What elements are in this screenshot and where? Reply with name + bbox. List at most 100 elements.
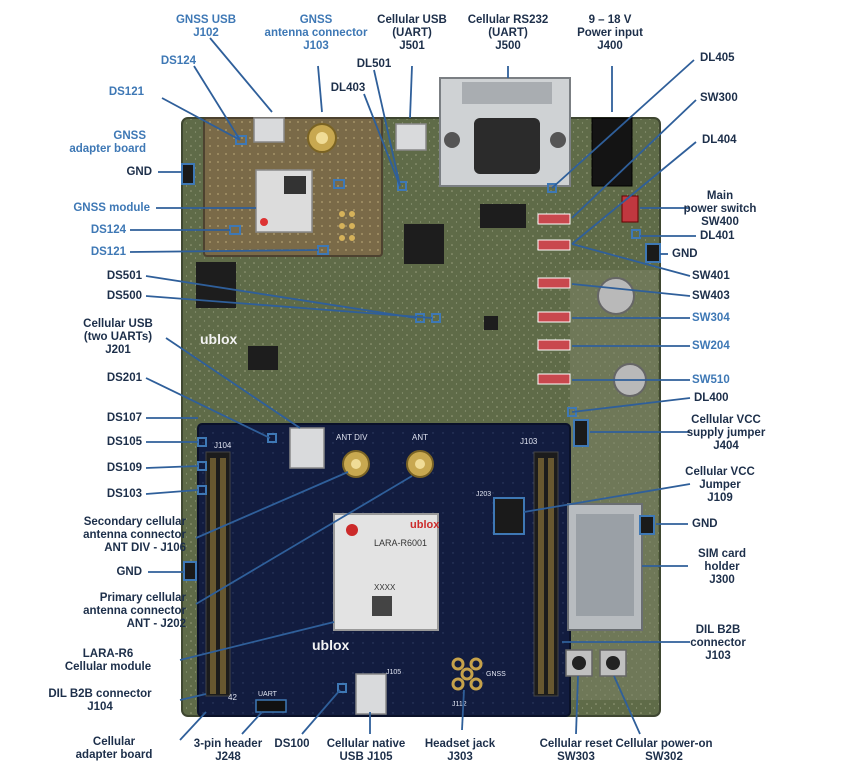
ant-silk: ANT	[412, 433, 428, 442]
gnss-usb-connector	[253, 117, 285, 143]
label-ds501: DS501	[107, 270, 142, 283]
label-line: DS500	[106, 290, 142, 302]
label-line: DS121	[90, 246, 126, 258]
label-line: Power input	[577, 27, 643, 39]
ant-div-connector	[342, 450, 370, 478]
label-ds105: DS105	[107, 436, 142, 449]
label-line: DS103	[106, 488, 142, 500]
dil-b2b-j104-header	[205, 451, 231, 697]
rs232-connector	[439, 77, 571, 187]
label-line: USB J105	[339, 751, 393, 763]
label-line: J201	[105, 344, 131, 356]
j105-silk: J105	[386, 669, 401, 676]
label-line: SW304	[692, 312, 730, 324]
label-line: SW300	[700, 92, 738, 104]
label-line: J400	[597, 40, 623, 52]
label-line: Cellular reset	[539, 738, 613, 750]
label-line: Main	[706, 190, 734, 202]
label-line: Cellular USB	[377, 14, 447, 26]
label-line: J102	[193, 27, 219, 39]
label-line: connector	[690, 637, 746, 649]
power-on-button	[599, 649, 627, 677]
label-ds103: DS103	[107, 488, 142, 501]
label-line: DL403	[330, 82, 366, 94]
label-line: DS124	[90, 224, 126, 236]
label-ds121-top: DS121	[109, 86, 144, 99]
label-line: DS107	[106, 412, 142, 424]
chip-center	[404, 224, 444, 264]
label-line: Headset jack	[424, 738, 496, 750]
chip-rs232	[480, 204, 526, 228]
label-line: J303	[447, 751, 473, 763]
ant-div-silk: ANT DIV	[336, 433, 368, 442]
label-line: Cellular RS232	[467, 14, 549, 26]
label-ds124-mid: DS124	[91, 224, 126, 237]
gnss-silk: GNSS	[486, 671, 506, 678]
label-line: DL405	[700, 52, 735, 64]
cellular-usb-uart-connector	[395, 123, 427, 151]
uart-silk: UART	[258, 691, 278, 698]
j104-silk: J104	[214, 441, 232, 450]
label-line: GND	[672, 248, 698, 260]
label-line: J103	[303, 40, 329, 52]
label-line: DS124	[160, 55, 196, 67]
label-line: 9 – 18 V	[588, 14, 632, 26]
label-line: Secondary cellular	[83, 516, 186, 528]
gnss-module-chip	[255, 169, 313, 233]
label-dl404: DL404	[702, 134, 737, 147]
label-line: GND	[692, 518, 718, 530]
gnd-header-right	[645, 243, 661, 263]
label-line: J104	[87, 701, 113, 713]
label-line: (UART)	[392, 27, 432, 39]
label-line: antenna connector	[83, 529, 186, 541]
brand-left-silk: ublox	[200, 331, 238, 347]
label-line: GND	[126, 166, 152, 178]
label-line: GNSS	[299, 14, 333, 26]
label-ds109: DS109	[107, 462, 142, 475]
label-line: J109	[707, 492, 733, 504]
label-gnd-3: GND	[116, 566, 142, 579]
label-line: DS105	[106, 436, 142, 448]
label-line: Primary cellular	[99, 592, 186, 604]
label-gnd-1: GND	[126, 166, 152, 179]
module-name-text: LARA-R6001	[374, 538, 427, 548]
label-gnss-module: GNSS module	[73, 202, 150, 215]
label-line: DL400	[694, 392, 729, 404]
pin42-silk: 42	[228, 693, 237, 702]
label-line: antenna connector	[83, 605, 186, 617]
label-sw300: SW300	[700, 92, 738, 105]
reset-button	[565, 649, 593, 677]
label-line: adapter board	[69, 143, 146, 155]
label-ds124-top: DS124	[161, 55, 196, 68]
cellular-native-usb-connector	[355, 673, 387, 715]
label-line: Cellular	[92, 736, 136, 748]
label-line: SW510	[692, 374, 730, 386]
label-line: DS100	[274, 738, 310, 750]
label-line: DS201	[106, 372, 142, 384]
label-line: Cellular power-on	[615, 738, 713, 750]
gnd-header-right-mid	[639, 515, 655, 535]
label-dl403: DL403	[331, 82, 366, 95]
label-line: SW303	[557, 751, 595, 763]
label-line: DL401	[700, 230, 735, 242]
label-line: antenna connector	[264, 27, 368, 39]
label-line: DS121	[108, 86, 144, 98]
label-line: J404	[713, 440, 739, 452]
label-ds201: DS201	[107, 372, 142, 385]
label-line: LARA-R6	[82, 648, 134, 660]
label-line: J500	[495, 40, 521, 52]
label-line: GNSS USB	[175, 14, 237, 26]
label-line: GNSS module	[73, 202, 150, 214]
label-line: SIM card	[698, 548, 746, 560]
label-line: DS109	[106, 462, 142, 474]
